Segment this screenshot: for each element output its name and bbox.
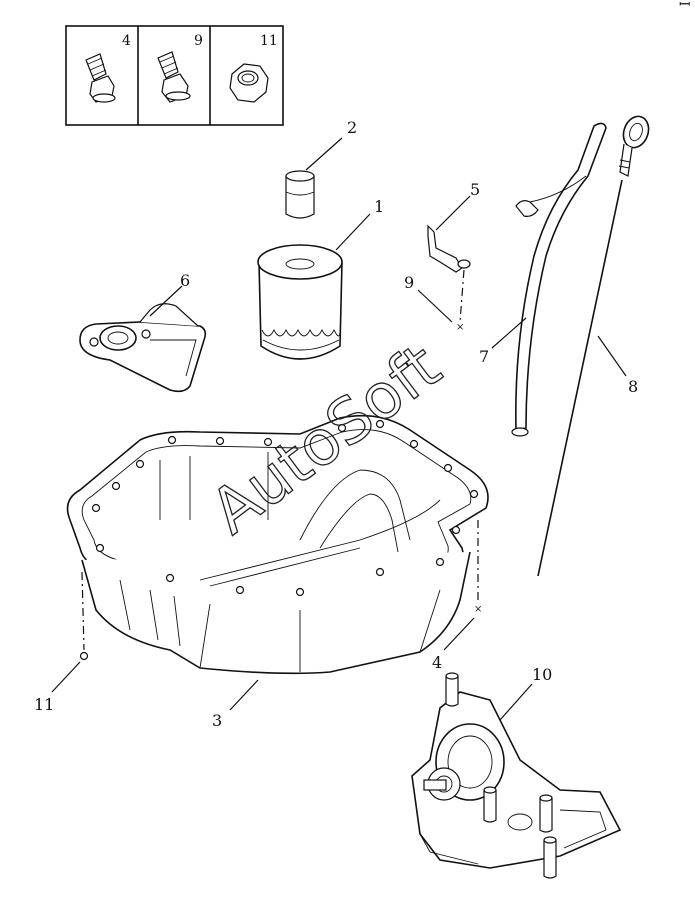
bolt-9-icon [157, 51, 191, 103]
fastener-inset: 4 9 11 [65, 25, 284, 126]
part-8-dipstick [537, 115, 650, 577]
nut-11-icon [229, 63, 269, 103]
callout-4: 4 [432, 653, 442, 672]
callout-11: 11 [34, 695, 54, 714]
marker-x-9: × [456, 322, 464, 333]
part-2-sleeve [285, 170, 315, 219]
inset-label-4: 4 [122, 33, 131, 49]
callout-1: 1 [374, 197, 384, 216]
callout-7: 7 [479, 347, 489, 366]
corner-mark: ꟷ [679, 0, 690, 13]
part-5-bracket [427, 224, 471, 273]
part-1-oil-filter [257, 244, 343, 360]
callout-5: 5 [470, 180, 480, 199]
bolt-4-icon [85, 53, 116, 103]
part-6-strainer [79, 303, 207, 393]
inset-label-11: 11 [260, 33, 278, 49]
part-10-oil-pump [411, 672, 622, 879]
callout-3: 3 [212, 711, 222, 730]
nut-11-marker [79, 651, 89, 661]
callout-10: 10 [532, 665, 552, 684]
callout-9: 9 [404, 273, 414, 292]
callout-6: 6 [180, 271, 190, 290]
part-3-oil-pan [66, 414, 489, 675]
pan-bolt-holes [91, 419, 479, 597]
marker-x-4: × [474, 604, 482, 615]
callout-2: 2 [347, 118, 357, 137]
part-7-dipstick-tube [511, 122, 607, 437]
callout-8: 8 [628, 377, 638, 396]
inset-label-9: 9 [194, 33, 203, 49]
